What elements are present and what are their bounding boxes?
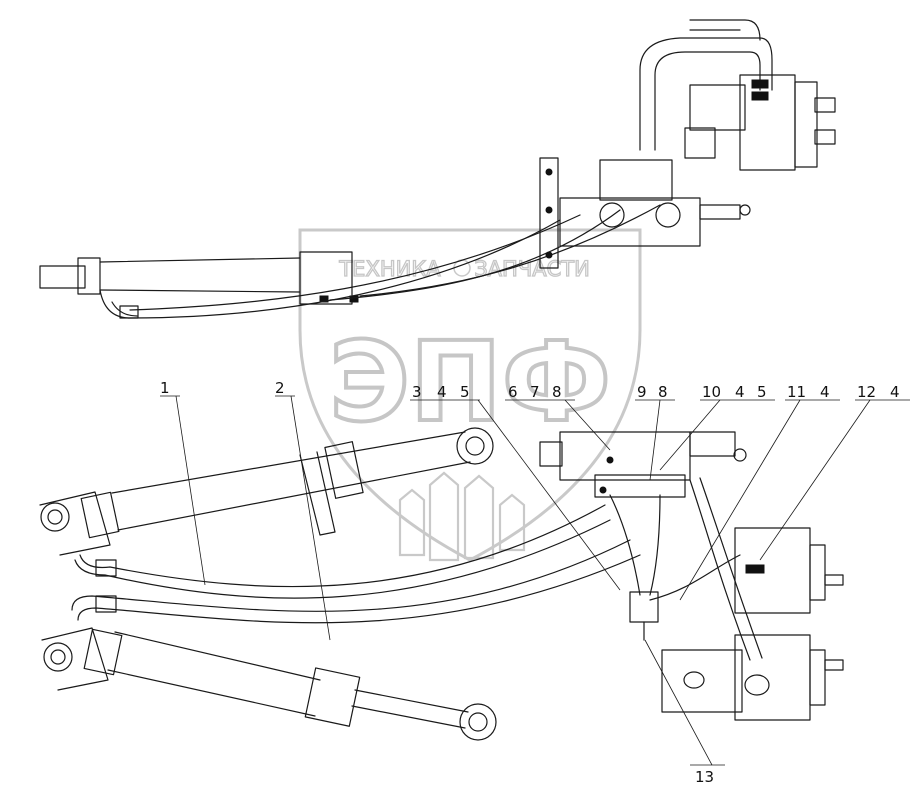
upper-pump: [639, 19, 836, 171]
callout-4: 4: [437, 383, 447, 401]
callout-2: 2: [275, 379, 285, 397]
wheat-emblem-icon: [398, 471, 526, 562]
callout-10c: 5: [757, 383, 767, 401]
lower-hoses: [71, 477, 763, 661]
leader-lines: [160, 395, 910, 766]
callout-13: 13: [695, 768, 714, 786]
watermark: ЭПФ ТЕХНИКА ЗАПЧАСТИ: [298, 228, 642, 562]
callout-3: 3: [412, 383, 422, 401]
upper-control-valve: [539, 157, 751, 269]
upper-assembly: [39, 19, 836, 319]
lower-cylinder-1: [39, 427, 494, 556]
callout-10b: 4: [735, 383, 745, 401]
callout-labels: 1 2 3 4 5 6 7 8 9 8 10 4 5 11 4 12 4 13: [160, 379, 900, 786]
callout-12b: 4: [890, 383, 900, 401]
upper-cylinder: [39, 251, 359, 305]
lower-pump-2: [661, 634, 844, 721]
lower-control-valve: [539, 431, 747, 498]
watermark-shield: [298, 228, 642, 562]
callout-11: 11: [787, 383, 806, 401]
lower-pump-1: [734, 527, 844, 614]
watermark-word-right: ЗАПЧАСТИ: [474, 257, 590, 281]
callout-6: 6: [508, 383, 518, 401]
callout-1: 1: [160, 379, 170, 397]
callout-9: 9: [637, 383, 647, 401]
callout-12: 12: [857, 383, 876, 401]
callout-10: 10: [702, 383, 721, 401]
upper-hoses: [99, 204, 661, 319]
callout-8: 8: [552, 383, 562, 401]
watermark-brand: ЭПФ: [329, 318, 611, 446]
callout-11b: 4: [820, 383, 830, 401]
callout-7: 7: [530, 383, 540, 401]
lower-cylinder-2: [41, 627, 497, 741]
lower-assembly: [39, 427, 844, 741]
callout-5: 5: [460, 383, 470, 401]
callout-9b: 8: [658, 383, 668, 401]
